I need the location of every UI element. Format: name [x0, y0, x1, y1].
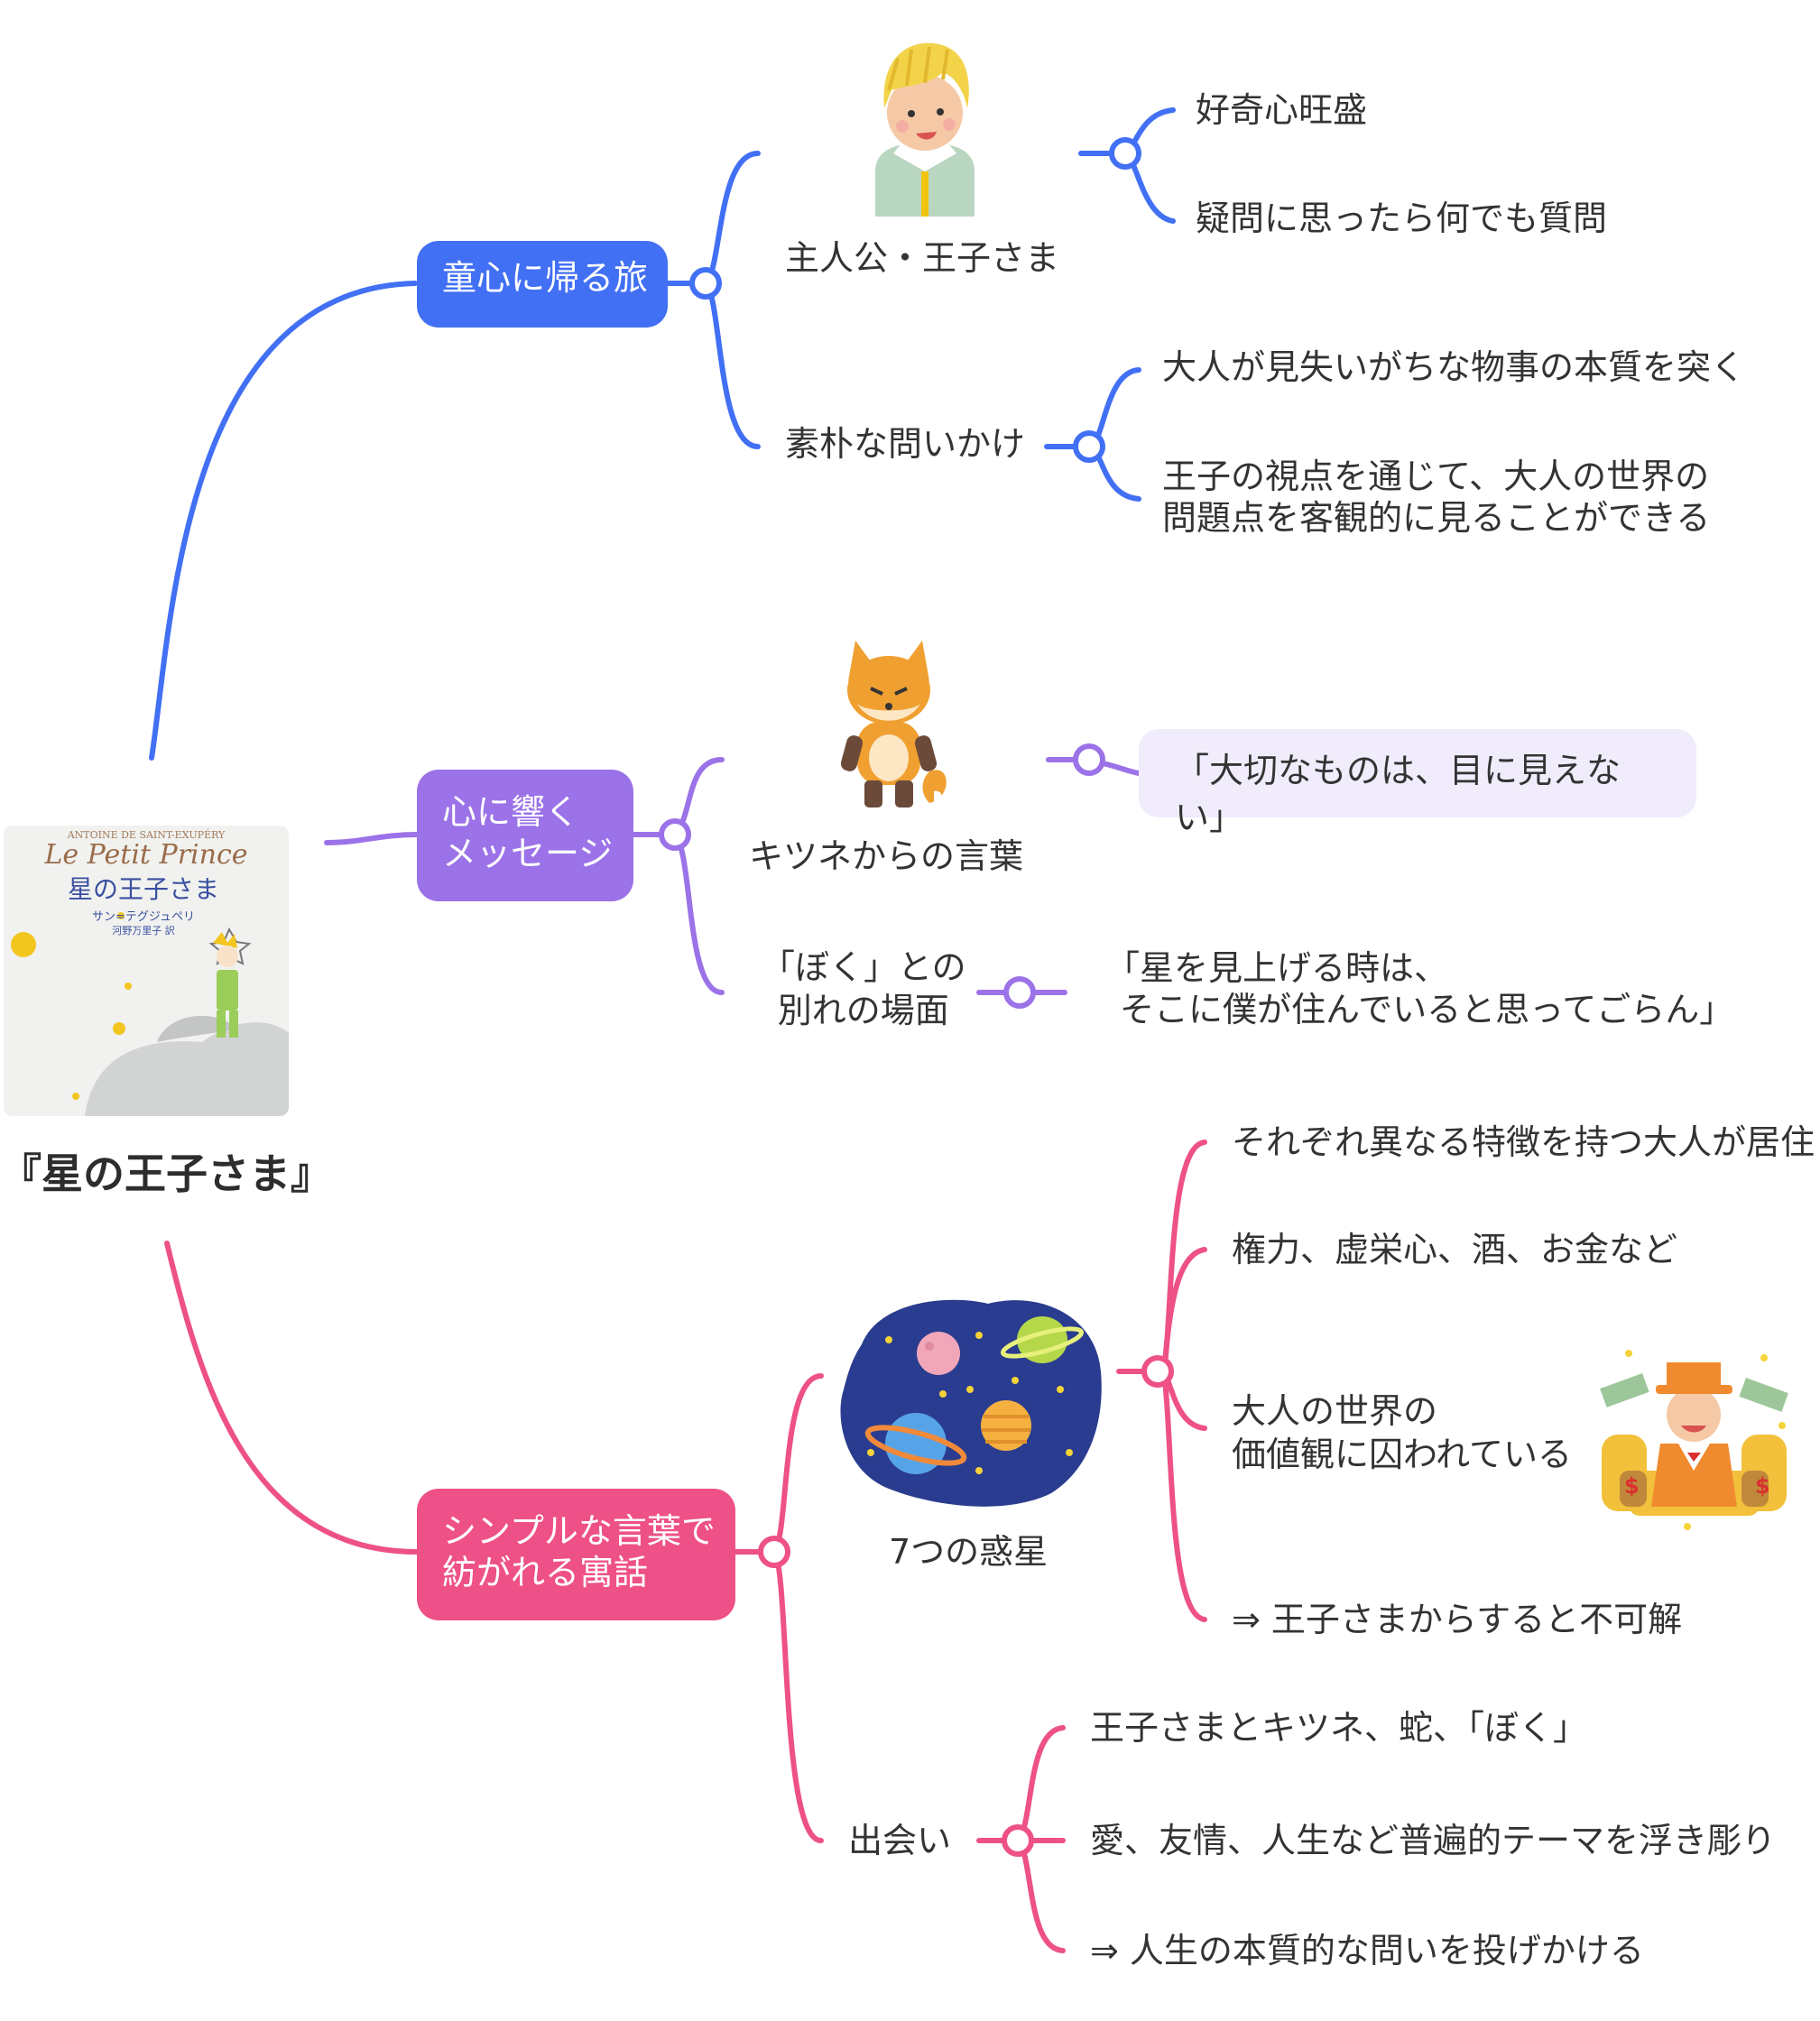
branch-kokoro-line2: メッセージ	[442, 834, 614, 873]
planets-item-puzzling: ⇒ 王子さまからすると不可解	[1232, 1600, 1683, 1639]
branch-kokoro-line1: 心に響く	[442, 792, 580, 832]
fox-icon	[840, 641, 947, 807]
svg-text:$: $	[1624, 1473, 1640, 1499]
book-cover-art: ANTOINE DE SAINT-EXUPÉRY Le Petit Prince…	[4, 826, 289, 1116]
junction-boku	[1003, 976, 1036, 1009]
svg-text:$: $	[1755, 1473, 1770, 1499]
boku-quote-line2: そこに僕が住んでいると思ってごらん」	[1120, 990, 1734, 1029]
connector-b2-boku	[672, 832, 725, 995]
connector-b3-planets	[771, 1373, 824, 1555]
question-label[interactable]: 素朴な問いかけ	[785, 424, 1026, 464]
boku-label-line1: 「ぼく」との	[761, 947, 966, 987]
connector-b1-protagonist	[703, 151, 761, 286]
junction-fox	[1073, 743, 1105, 776]
branch-simple[interactable]: シンプルな言葉で 紡がれる寓話	[417, 1489, 735, 1620]
connector-b1-question	[703, 281, 761, 449]
cover-author-jp: サン=テグジュペリ	[92, 910, 195, 924]
connector-pl-item2	[1161, 1247, 1207, 1374]
question-item-viewpoint-1: 王子の視点を通じて、大人の世界の	[1162, 457, 1710, 496]
protagonist-item-asks: 疑問に思ったら何でも質問	[1196, 198, 1608, 238]
meeting-item-characters: 王子さまとキツネ、蛇、「ぼく」	[1090, 1708, 1588, 1748]
junction-meeting	[1002, 1824, 1034, 1857]
planets-label[interactable]: 7つの惑星	[889, 1532, 1049, 1572]
boku-quote: 「星を見上げる時は、 そこに僕が住んでいると思ってごらん」	[1105, 947, 1733, 1030]
rich-man-icon: $ $	[1600, 1350, 1788, 1530]
question-item-essence: 大人が見失いがちな物事の本質を突く	[1162, 347, 1746, 387]
junction-b2	[659, 818, 691, 851]
connector-root-b3	[164, 1241, 420, 1555]
cover-translator: 河野万里子 訳	[112, 924, 175, 937]
boku-label-line2: 別れの場面	[777, 991, 949, 1030]
planets-item-residents: それぞれ異なる特徴を持つ大人が居住	[1232, 1122, 1815, 1162]
meeting-label[interactable]: 出会い	[848, 1821, 952, 1860]
cover-author: ANTOINE DE SAINT-EXUPÉRY	[67, 828, 226, 841]
root-title: 『星の王子さま』	[0, 1149, 332, 1198]
fox-quote: 「大切なものは、目に見えない」	[1139, 729, 1696, 837]
branch-kokoro[interactable]: 心に響く メッセージ	[417, 770, 633, 901]
prince-figure-icon	[213, 932, 238, 1038]
branch-douhin[interactable]: 童心に帰る旅	[417, 241, 668, 328]
junction-question	[1073, 430, 1105, 463]
connector-root-b2	[324, 832, 420, 845]
cover-jp-title: 星の王子さま	[68, 874, 219, 904]
planets-item-values-2: 価値観に囚われている	[1232, 1435, 1572, 1474]
connector-root-b1	[149, 281, 418, 761]
junction-protagonist	[1109, 137, 1141, 170]
boku-quote-line1: 「星を見上げる時は、	[1105, 948, 1449, 988]
planets-item-examples: 権力、虚栄心、酒、お金など	[1232, 1230, 1678, 1269]
branch-simple-line1: シンプルな言葉で	[442, 1511, 716, 1551]
planets-icon	[840, 1299, 1102, 1507]
prince-icon	[875, 42, 975, 217]
connector-b3-meeting	[771, 1549, 824, 1843]
protagonist-label[interactable]: 主人公・王子さま	[785, 238, 1060, 278]
junction-planets	[1141, 1355, 1174, 1388]
branch-simple-line2: 紡がれる寓話	[442, 1553, 649, 1592]
junction-b1	[689, 267, 722, 300]
meeting-item-questions: ⇒ 人生の本質的な問いを投げかける	[1090, 1931, 1644, 1970]
cover-script-title: Le Petit Prince	[43, 839, 247, 871]
meeting-item-themes: 愛、友情、人生など普遍的テーマを浮き彫り	[1090, 1821, 1777, 1860]
book-cover-image: ANTOINE DE SAINT-EXUPÉRY Le Petit Prince…	[4, 826, 289, 1116]
connector-meet-item3	[1017, 1838, 1066, 1953]
connector-pl-item4	[1161, 1369, 1207, 1622]
junction-b3	[758, 1536, 790, 1568]
protagonist-item-curious: 好奇心旺盛	[1196, 90, 1368, 130]
boku-label[interactable]: 「ぼく」との 別れの場面	[761, 946, 966, 1032]
question-item-viewpoint-2: 問題点を客観的に見ることができる	[1162, 498, 1711, 538]
planets-item-values-1: 大人の世界の	[1232, 1391, 1438, 1431]
fox-label[interactable]: キツネからの言葉	[749, 836, 1024, 876]
connector-meet-item1	[1017, 1725, 1066, 1843]
